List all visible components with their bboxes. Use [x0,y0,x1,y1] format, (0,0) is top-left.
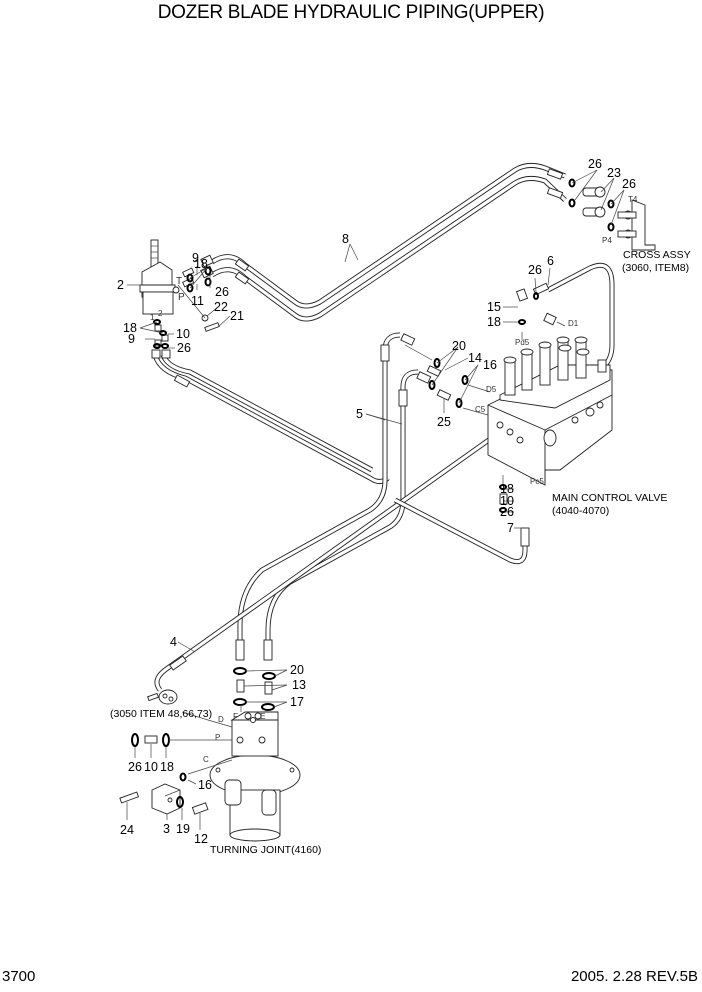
tee-fittings-23 [582,186,606,218]
pipe-6 [546,262,615,370]
port-T: T [176,276,182,287]
turning-joint-note: TURNING JOINT(4160) [210,844,321,856]
pipe-8 [210,162,567,322]
main-control-valve [487,336,613,486]
bolt-24 [119,791,140,804]
port-C: C [203,755,209,764]
callout-5: 5 [356,407,363,421]
callout-26: 26 [500,505,514,519]
revision-date: 2005. 2.28 REV.5B [570,968,698,985]
port-D1: D1 [568,319,579,328]
port-Pd5: Pd5 [515,338,530,347]
pipe-4 [154,429,502,692]
port-P-tj: P [215,733,220,742]
port-Pc5: Pc5 [530,477,544,486]
port-2: 2 [158,309,163,318]
callout-12: 12 [194,832,208,846]
callout-18: 18 [500,482,514,496]
callout-11: 11 [191,294,204,308]
hose-sleeves [169,168,564,671]
callout-18: 18 [160,760,174,774]
block-3 [151,783,181,815]
callout-15: 15 [487,300,501,314]
callout-26: 26 [128,760,142,774]
flange-3050 [147,689,178,705]
port-T4: T4 [628,195,638,204]
callout-3: 3 [163,822,170,836]
callout-21: 21 [230,309,244,323]
mcv-note-line1: MAIN CONTROL VALVE [552,492,667,504]
pipe-7 [393,497,528,565]
cross-assembly [617,199,656,251]
callout-10: 10 [500,494,514,508]
mcv-note-line2: (4040-4070) [552,505,609,517]
callout-6: 6 [547,254,554,268]
port-P: P [178,292,185,303]
callout-20: 20 [452,339,466,353]
cross-assy-note-line2: (3060, ITEM8) [622,262,689,274]
callout-17: 17 [290,695,304,709]
callout-26: 26 [588,157,602,171]
fitting-10-tj [144,735,158,744]
callout-18: 18 [487,315,501,329]
callout-10: 10 [176,327,190,341]
callout-18: 18 [194,257,208,271]
port-P4: P4 [602,236,612,245]
callout-16: 16 [198,778,212,792]
callout-20: 20 [290,663,304,677]
fittings-13 [236,679,273,695]
callout-26: 26 [528,263,542,277]
turning-joint [209,711,301,842]
pipe-9-lower [152,353,390,484]
callout-2: 2 [117,278,124,292]
port-labels: T P 1 2 T4 P4 Pd5 D1 D5 C5 Pc5 D P F E C [150,195,638,764]
callout-23: 23 [607,166,621,180]
port-1: 1 [150,313,155,322]
port-D5: D5 [486,385,497,394]
port-F: F [233,711,238,721]
page-number: 3700 [2,968,36,985]
callout-14: 14 [468,351,482,365]
callout-9: 9 [128,332,135,346]
callout-8: 8 [342,232,349,246]
callout-7: 7 [507,521,514,535]
port-D: D [218,715,224,724]
callout-26: 26 [622,177,636,191]
port-C5: C5 [475,405,486,414]
callout-9: 9 [192,251,199,265]
callout-18: 18 [123,321,137,335]
callout-4: 4 [170,635,177,649]
port-E: E [260,711,266,721]
callout-19: 19 [176,822,190,836]
callout-labels: 2 18 9 26 11 22 21 18 10 9 26 8 26 23 26… [117,157,636,846]
callout-10: 10 [144,760,158,774]
fittings-misc [151,254,557,505]
callout-24: 24 [120,823,134,837]
callout-13: 13 [292,678,306,692]
pipe-5 [237,332,419,650]
callout-25: 25 [437,415,451,429]
callout-22: 22 [214,300,228,314]
leader-lines [126,169,625,830]
callout-16: 16 [483,358,497,372]
callout-26: 26 [177,341,191,355]
cross-assy-note-line1: CROSS ASSY [623,249,691,261]
reference-notes: CROSS ASSY (3060, ITEM8) MAIN CONTROL VA… [110,249,691,856]
page-title: DOZER BLADE HYDRAULIC PIPING(UPPER) [157,2,545,23]
fitting-12 [191,802,209,815]
callout-26: 26 [215,285,229,299]
o-rings [131,178,615,808]
ref-3050-note: (3050 ITEM 48,66,73) [110,708,212,720]
remote-control-valve [139,239,180,315]
